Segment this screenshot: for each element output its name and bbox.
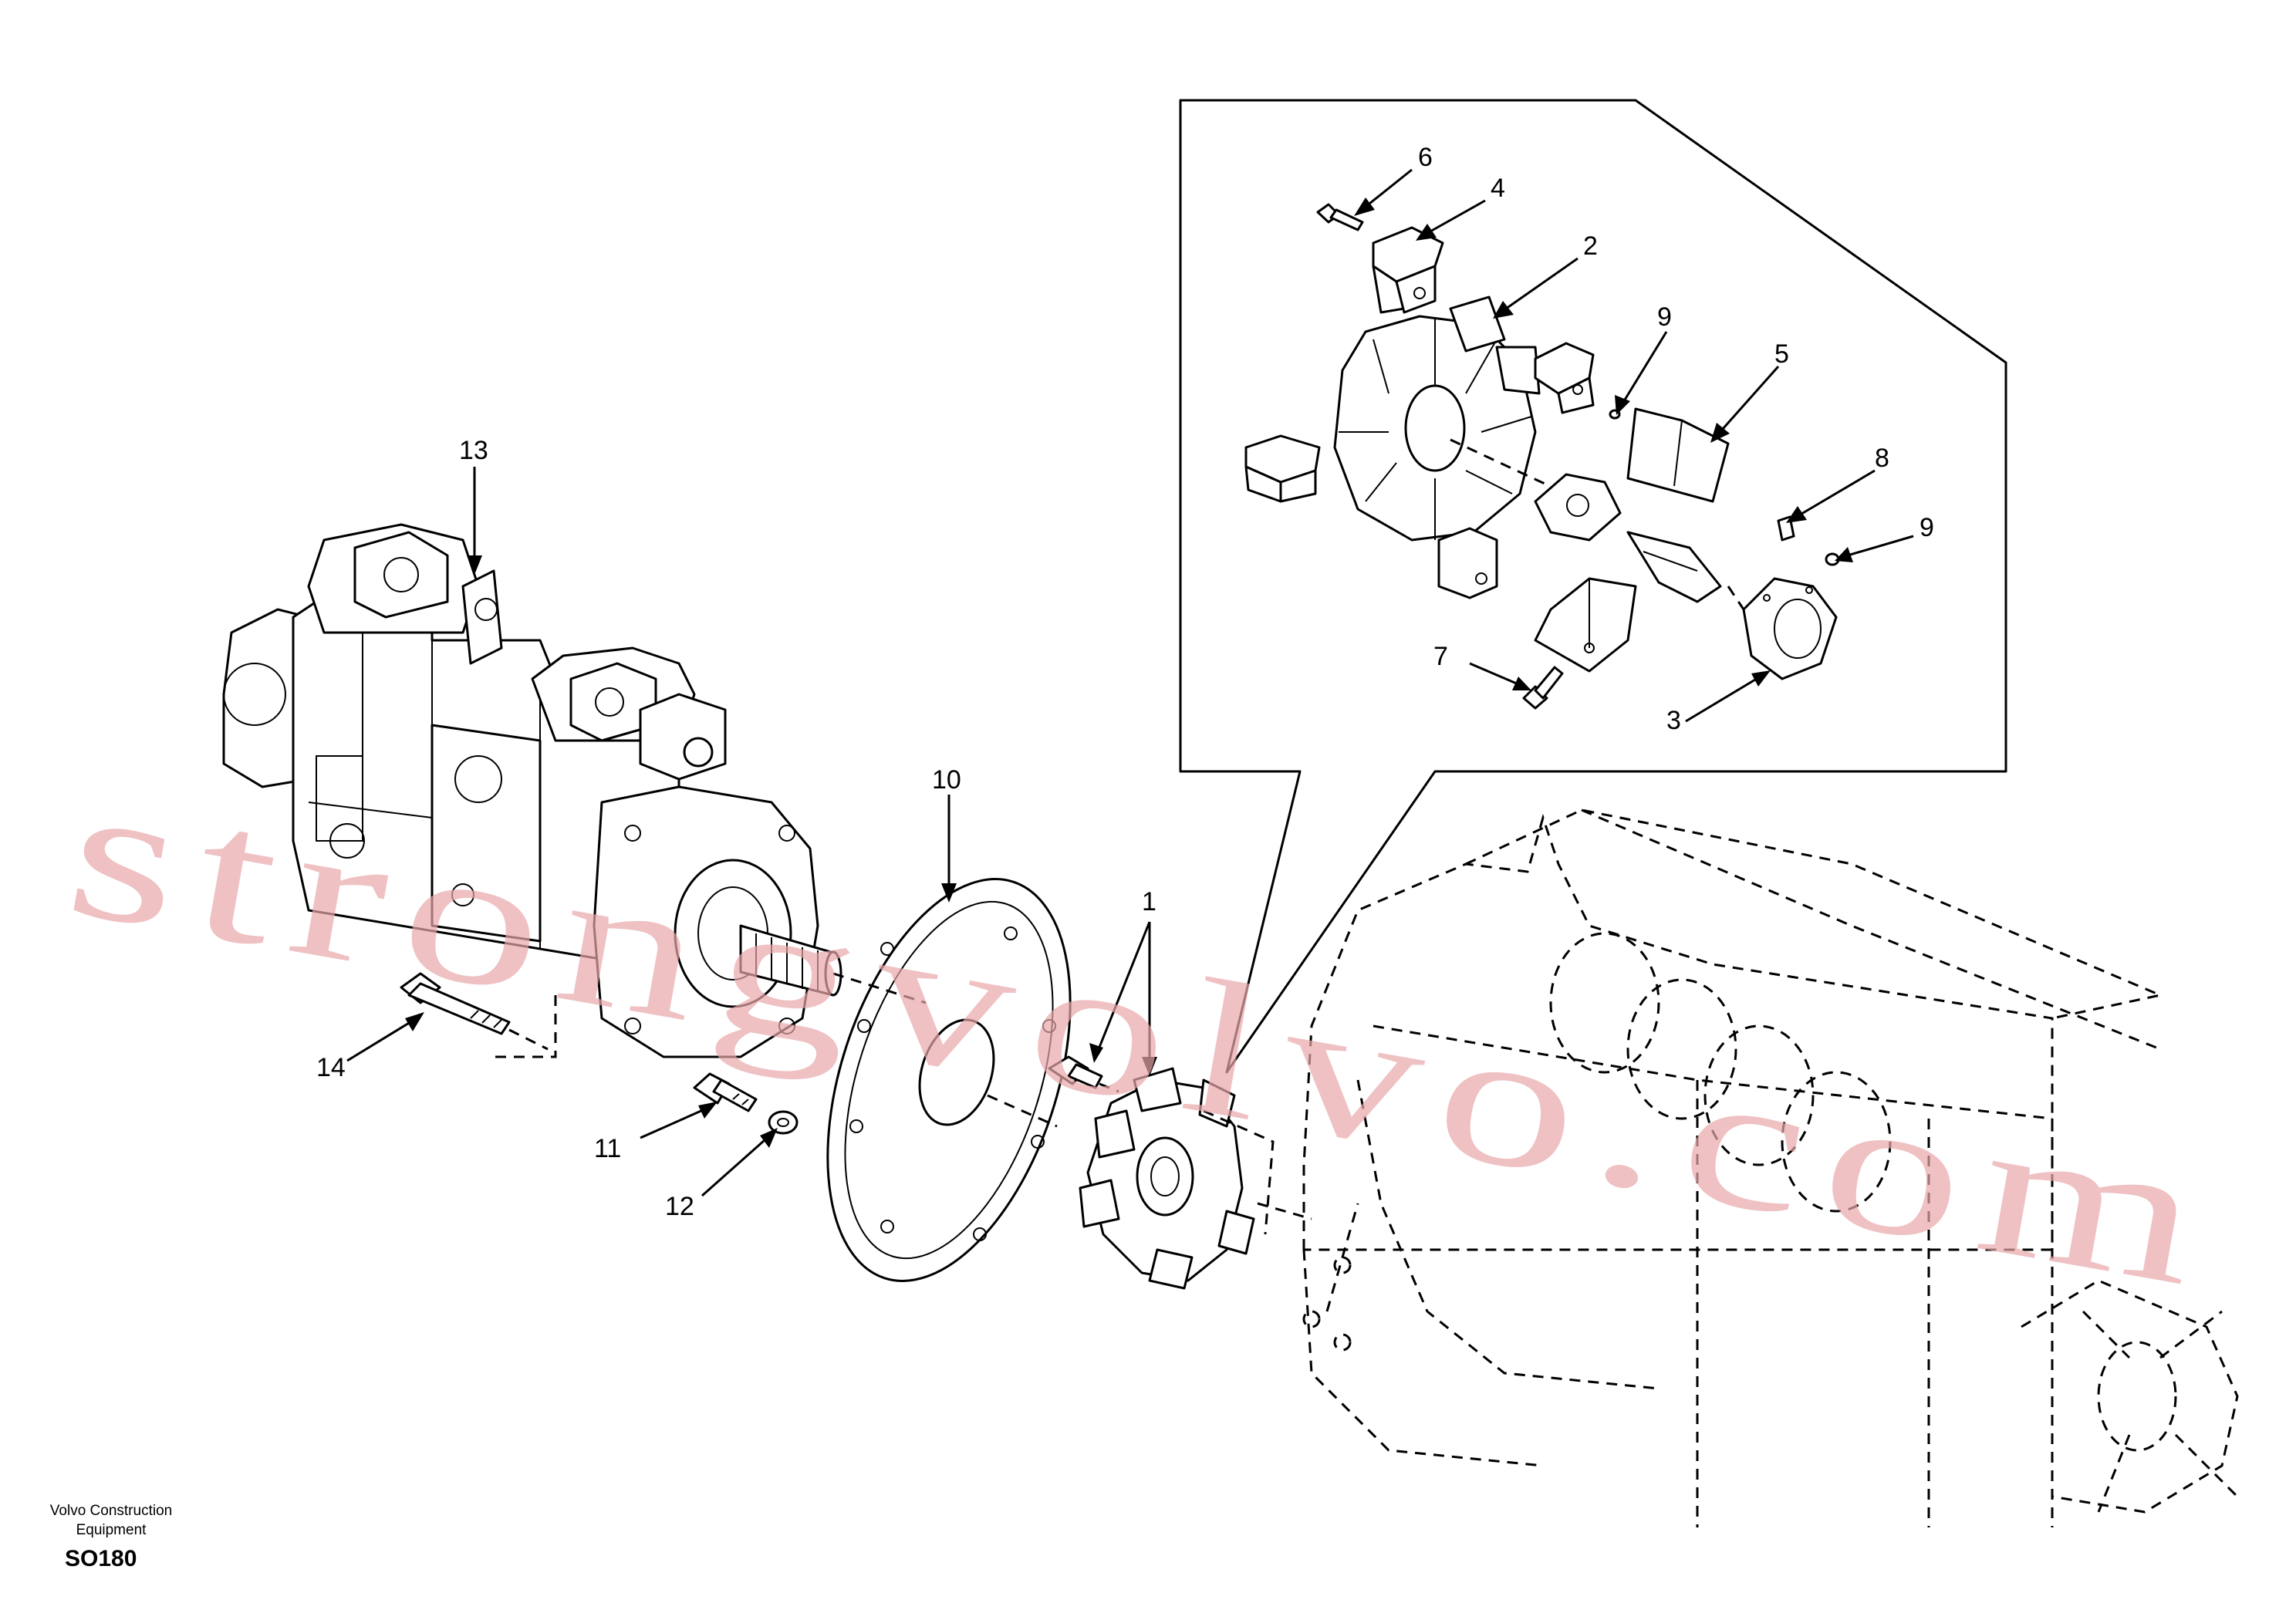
bolt-14: [400, 972, 549, 1051]
callout-6: 6: [1418, 143, 1433, 172]
detail-cone-middle: [1626, 531, 1722, 603]
washer-12: [768, 1110, 799, 1135]
engine-outline: [1302, 808, 2239, 1527]
detail-callout-box: [1179, 99, 2007, 1074]
detail-rubber-element-2: [1333, 295, 1567, 542]
detail-flange-hub-3: [1727, 577, 1838, 680]
callout-10: 10: [932, 765, 961, 795]
callout-9-right: 9: [1920, 513, 1934, 542]
detail-bolt-7: [1522, 666, 1564, 710]
callout-11: 11: [594, 1134, 621, 1163]
callout-7: 7: [1433, 642, 1448, 671]
hydraulic-pump: [222, 523, 842, 1058]
detail-clamp-bottom: [1437, 527, 1498, 599]
callout-9-upper: 9: [1657, 302, 1672, 332]
callout-4: 4: [1491, 174, 1505, 203]
detail-clamp-right: [1534, 342, 1595, 414]
callout-3: 3: [1666, 706, 1681, 735]
detail-clamp-left: [1244, 434, 1321, 503]
detail-bolt-6: [1316, 203, 1364, 231]
detail-hub: [1534, 473, 1622, 542]
callout-12: 12: [665, 1192, 694, 1221]
callout-leaders: [346, 168, 1914, 1197]
callout-5: 5: [1774, 339, 1789, 369]
callout-14: 14: [316, 1053, 346, 1082]
callout-numbers: 13 10 1 14 11 12 6 4 2 9 5 8 9 7 3: [316, 143, 1934, 1221]
bolt-11: [693, 1072, 758, 1112]
brand-line-1: Volvo Construction: [49, 1503, 173, 1519]
detail-cone-5: [1626, 407, 1730, 503]
flywheel-plate: [826, 878, 1072, 1282]
coupling-assembled: [1048, 1055, 1312, 1290]
detail-setscrew-8: [1777, 515, 1795, 542]
callout-8: 8: [1875, 444, 1889, 473]
brand-label: Volvo Construction Equipment: [34, 1501, 188, 1540]
callout-2: 2: [1583, 231, 1598, 261]
detail-cone-lower: [1534, 577, 1637, 673]
callout-13: 13: [459, 436, 488, 465]
detail-clamp-4: [1372, 226, 1444, 314]
callout-1: 1: [1142, 887, 1156, 916]
document-code: SO180: [65, 1546, 137, 1571]
brand-line-2: Equipment: [76, 1522, 147, 1538]
